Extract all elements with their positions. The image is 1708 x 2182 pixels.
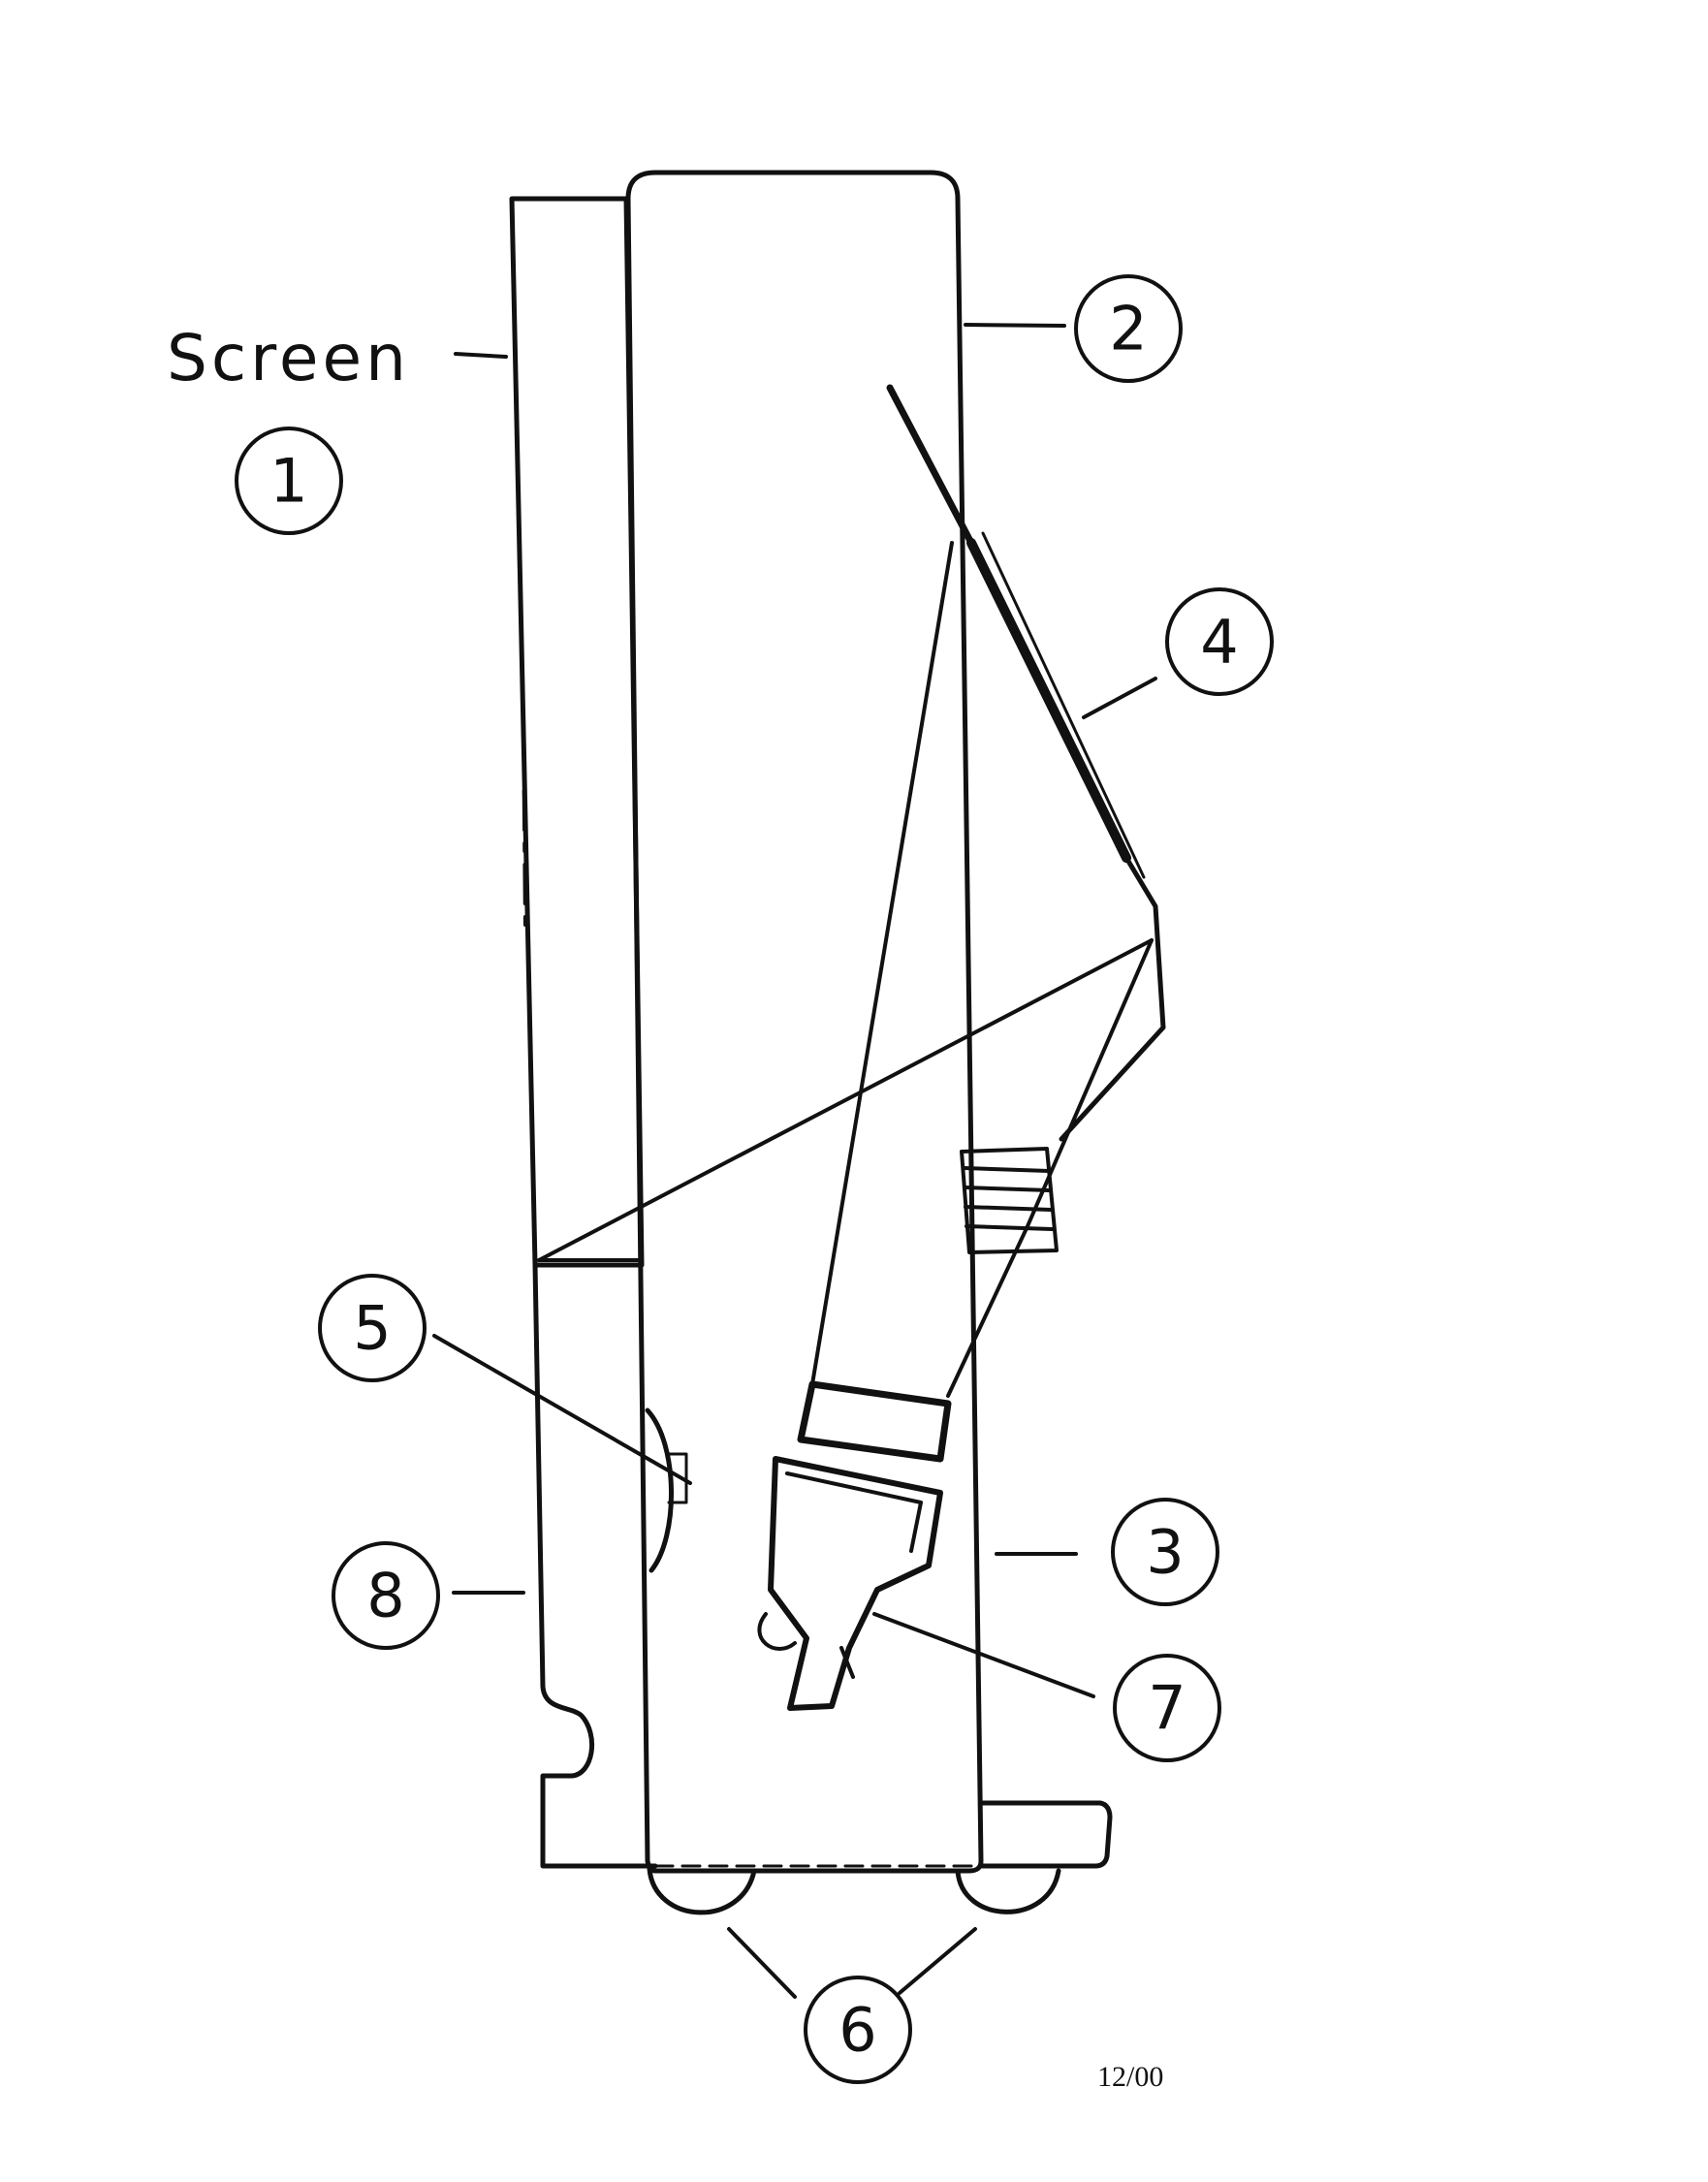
- callout-2: 2: [1074, 274, 1183, 383]
- callout-8: 8: [332, 1541, 440, 1650]
- callout-5-number: 5: [353, 1293, 391, 1364]
- callout-2-number: 2: [1109, 294, 1147, 364]
- callout-7: 7: [1113, 1654, 1221, 1762]
- callout-3-number: 3: [1146, 1517, 1184, 1588]
- callout-4: 4: [1165, 587, 1274, 696]
- callout-8-number: 8: [366, 1561, 404, 1631]
- callout-6-number: 6: [838, 1995, 876, 2066]
- screen-label: Screen: [167, 321, 410, 395]
- callout-6: 6: [804, 1976, 912, 2084]
- wheels: [647, 1866, 1061, 1915]
- callout-7-number: 7: [1148, 1673, 1186, 1744]
- callout-1-number: 1: [269, 446, 307, 517]
- callout-4-number: 4: [1200, 607, 1238, 678]
- callout-5: 5: [318, 1274, 427, 1382]
- callout-1: 1: [235, 427, 343, 535]
- date-label: 12/00: [1097, 2061, 1163, 2093]
- screen-panel: [509, 196, 658, 1869]
- floor-base: [653, 1800, 1113, 1869]
- callout-3: 3: [1111, 1498, 1219, 1606]
- leader-lines: [432, 323, 1157, 1999]
- belt-assembly: [537, 384, 1166, 1711]
- side-fitting: [645, 1407, 688, 1573]
- main-panel: [625, 170, 984, 1874]
